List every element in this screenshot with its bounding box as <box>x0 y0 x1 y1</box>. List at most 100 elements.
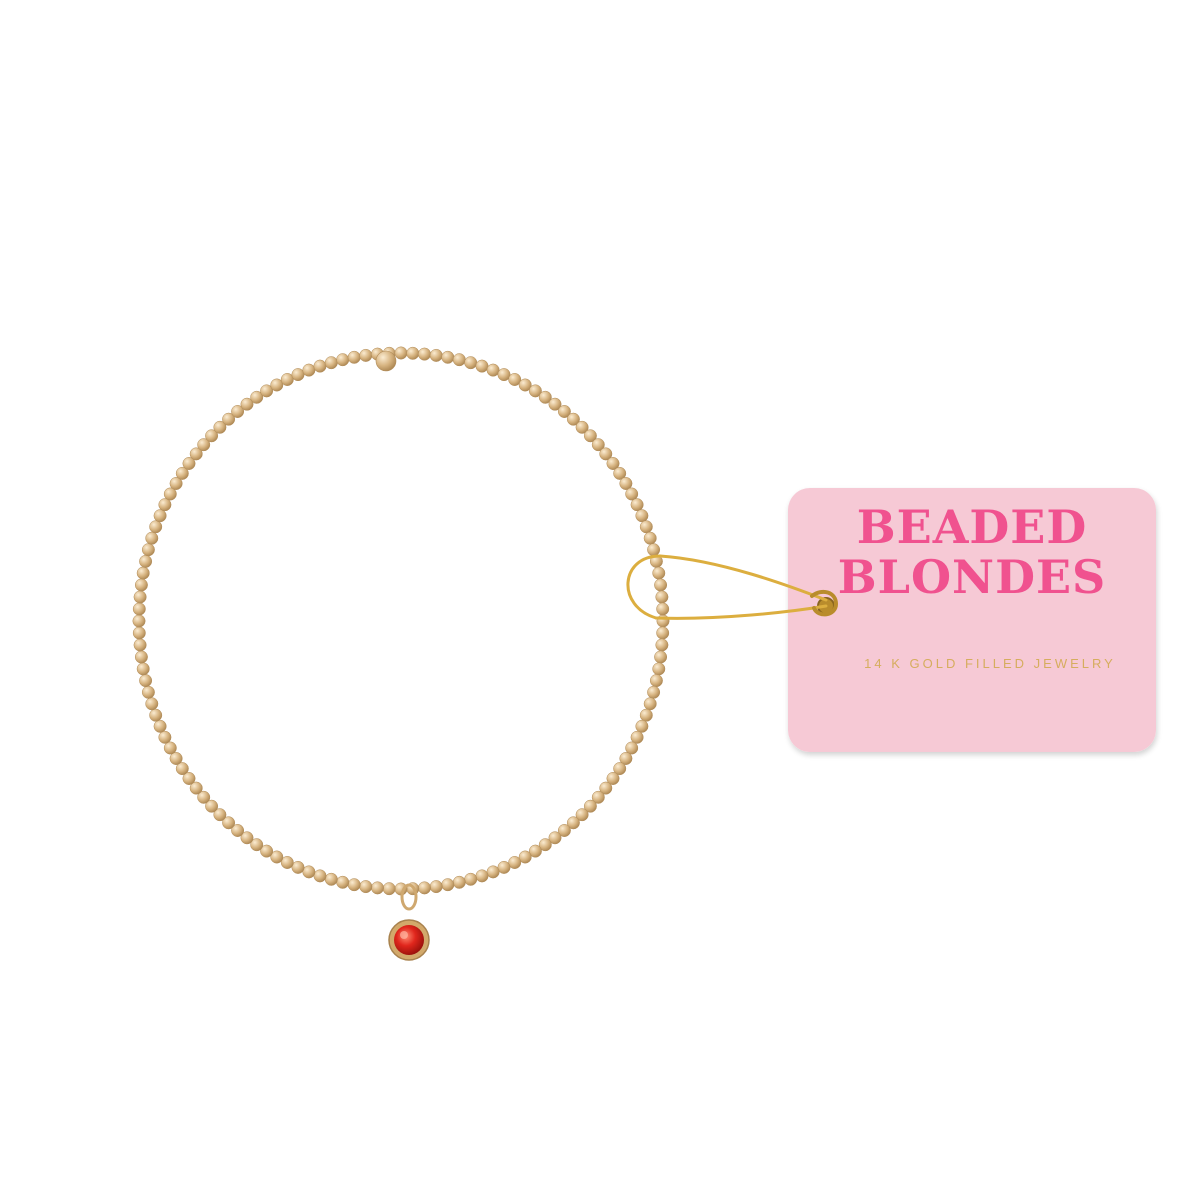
bead <box>643 531 657 545</box>
safety-pin <box>626 554 839 620</box>
bead <box>606 772 620 785</box>
bead <box>291 860 305 874</box>
bead <box>452 353 466 367</box>
bead <box>613 762 627 776</box>
bead <box>464 872 478 886</box>
bead <box>591 438 605 452</box>
bead <box>153 509 167 523</box>
bead <box>655 590 669 604</box>
bead <box>647 543 661 557</box>
bead <box>158 498 172 512</box>
bead <box>548 831 562 845</box>
bead <box>197 790 211 804</box>
bead <box>302 865 316 879</box>
bead <box>250 838 264 852</box>
bead <box>583 799 597 813</box>
bead <box>205 799 219 813</box>
bead <box>429 348 443 362</box>
bead <box>145 531 159 545</box>
bead <box>163 741 177 755</box>
bead <box>347 350 361 364</box>
bead <box>418 881 431 895</box>
bead <box>656 602 670 616</box>
bead <box>599 781 613 795</box>
bead <box>141 543 155 557</box>
bead <box>452 875 466 889</box>
bead <box>643 697 657 711</box>
bead <box>630 498 644 512</box>
bead <box>528 844 542 858</box>
bead <box>222 412 236 426</box>
bead <box>652 662 666 676</box>
bead <box>649 674 663 688</box>
bead <box>486 363 500 377</box>
bead <box>566 412 580 426</box>
bead <box>347 878 361 892</box>
bead <box>619 752 633 765</box>
bead <box>548 397 562 411</box>
bead <box>231 824 245 837</box>
bead <box>475 359 489 373</box>
bead <box>270 850 284 864</box>
bead <box>213 420 227 434</box>
bead <box>302 363 316 377</box>
bead <box>260 844 274 858</box>
bead <box>647 685 661 699</box>
bead <box>132 602 146 616</box>
bead <box>153 719 167 733</box>
bead <box>175 762 189 776</box>
bead <box>625 741 639 755</box>
bead <box>538 390 552 404</box>
bead <box>250 390 264 404</box>
bead <box>382 882 396 896</box>
bead <box>280 856 294 869</box>
bead <box>134 650 148 664</box>
bead <box>134 578 148 592</box>
bead <box>189 781 203 795</box>
bead <box>240 831 254 845</box>
bead <box>538 838 552 852</box>
bead <box>583 429 597 443</box>
bead <box>336 353 350 367</box>
bead <box>133 590 147 604</box>
bead <box>656 626 670 640</box>
bead <box>149 520 163 534</box>
bead <box>518 378 532 392</box>
bead <box>406 346 420 360</box>
bead <box>464 356 478 370</box>
bead <box>566 816 580 830</box>
bead <box>591 790 605 804</box>
accent-bead <box>375 350 397 372</box>
bead <box>163 487 177 501</box>
bead <box>613 466 627 480</box>
bead <box>260 384 274 398</box>
bead <box>324 872 338 886</box>
bead <box>136 566 150 580</box>
bead <box>139 674 153 688</box>
bead <box>486 865 500 879</box>
bead <box>231 405 245 418</box>
bead <box>313 359 327 373</box>
bead <box>475 869 489 883</box>
bead <box>508 856 522 869</box>
bead <box>158 730 172 744</box>
bead <box>575 808 589 822</box>
bead <box>189 447 203 461</box>
bead <box>145 697 159 711</box>
bead <box>291 368 305 382</box>
bead <box>508 373 522 386</box>
bead <box>371 881 384 895</box>
bead <box>313 869 327 883</box>
bead <box>132 614 146 628</box>
bead <box>336 875 350 889</box>
bead <box>240 397 254 411</box>
bead <box>639 708 653 722</box>
bead <box>132 626 146 640</box>
bead <box>654 578 668 592</box>
bead <box>429 880 443 894</box>
bead <box>557 824 571 837</box>
bead <box>141 685 155 699</box>
bead <box>625 487 639 501</box>
